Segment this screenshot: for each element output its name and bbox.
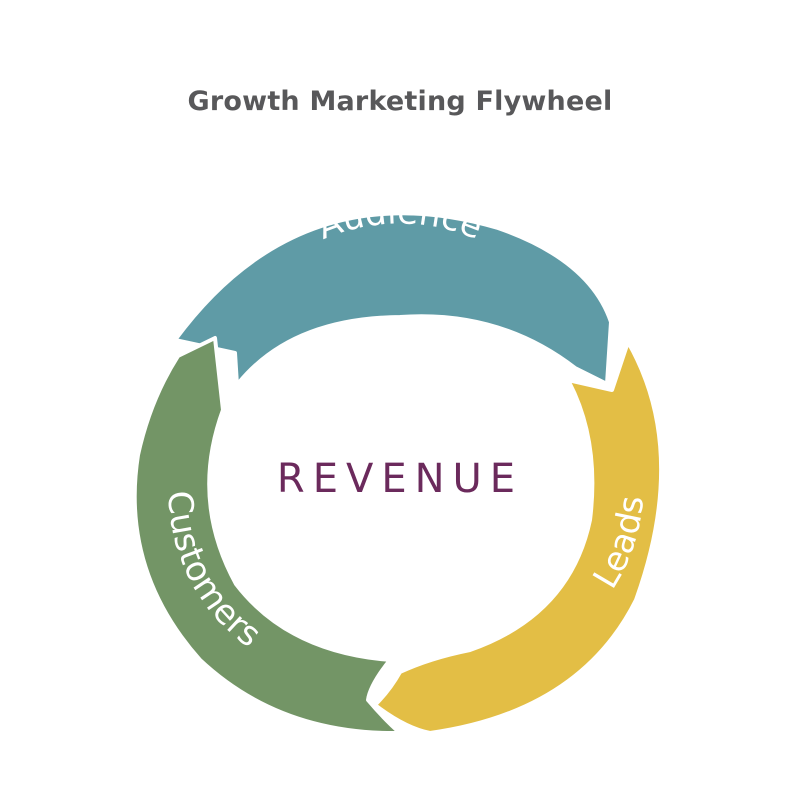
center-label: REVENUE (277, 456, 523, 502)
diagram-title: Growth Marketing Flywheel (187, 86, 613, 117)
segment-leads (373, 340, 664, 735)
segment-customers (132, 336, 402, 736)
segment-audience (173, 211, 613, 387)
